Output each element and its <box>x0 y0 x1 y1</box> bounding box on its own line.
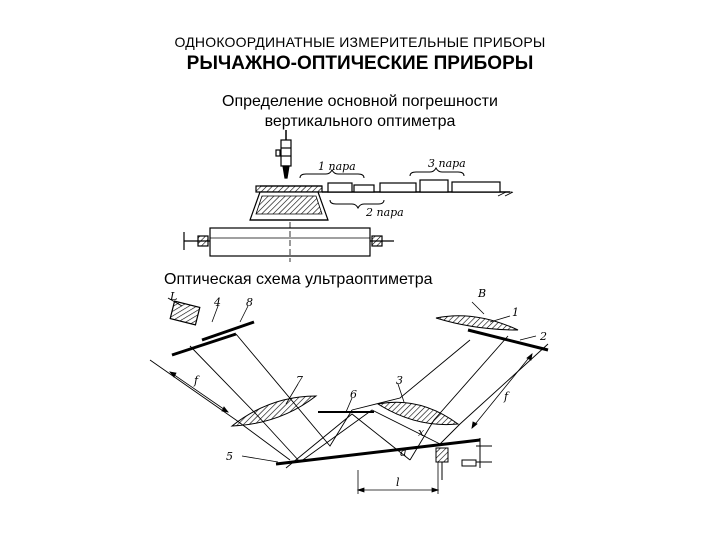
label-l: l <box>396 476 400 489</box>
title-main: РЫЧАЖНО-ОПТИЧЕСКИЕ ПРИБОРЫ <box>186 53 534 74</box>
light-source <box>167 297 201 326</box>
label-f-left: f <box>193 374 200 387</box>
base-body <box>183 222 394 262</box>
mirror-5 <box>275 438 481 466</box>
label-6: 6 <box>350 388 357 401</box>
gauge-blocks <box>260 179 514 197</box>
label-leaders <box>211 301 537 463</box>
label-4: 4 <box>213 296 221 309</box>
figure2-caption: Оптическая схема ультраоптиметра <box>164 271 433 288</box>
label-3: 3 <box>396 374 403 387</box>
figure1-drawing <box>183 130 514 262</box>
optimeter-head <box>275 130 292 179</box>
label-f: f <box>503 390 510 403</box>
label-2: 2 <box>539 330 547 343</box>
pair-braces <box>299 166 465 210</box>
title-small: ОДНОКООРДИНАТНЫЕ ИЗМЕРИТЕЛЬНЫЕ ПРИБОРЫ <box>174 34 546 50</box>
lens-1 <box>435 315 519 331</box>
label-top-left: L <box>169 290 177 303</box>
label-5: 5 <box>226 450 233 463</box>
lens-7 <box>230 395 318 427</box>
label-a: a <box>400 446 407 459</box>
label-pair2: 2 пара <box>365 206 404 219</box>
label-x: x <box>418 426 425 439</box>
label-7: 7 <box>296 374 303 387</box>
dimension-f-left <box>169 371 229 413</box>
mirror-left <box>171 332 237 357</box>
label-pair3: 3 пара <box>428 157 466 170</box>
label-8: 8 <box>246 296 253 309</box>
label-1: 1 <box>512 306 519 319</box>
figure2-drawing <box>149 297 549 494</box>
stage-table <box>249 185 329 221</box>
plate-2 <box>467 328 549 352</box>
lens-3 <box>376 401 460 426</box>
light-rays <box>149 333 549 469</box>
probe-assembly <box>435 438 492 480</box>
plate-8 <box>201 320 255 342</box>
label-top-right: B <box>477 287 486 300</box>
figure1-caption-line2: вертикального оптиметра <box>264 113 456 130</box>
figure1-caption-line1: Определение основной погрешности <box>222 93 498 110</box>
label-pair1: 1 пара <box>318 160 356 173</box>
dimension-l <box>356 462 440 494</box>
dimension-f-right <box>471 353 533 429</box>
figure1-caption: Определение основной погрешности вертика… <box>0 92 720 132</box>
